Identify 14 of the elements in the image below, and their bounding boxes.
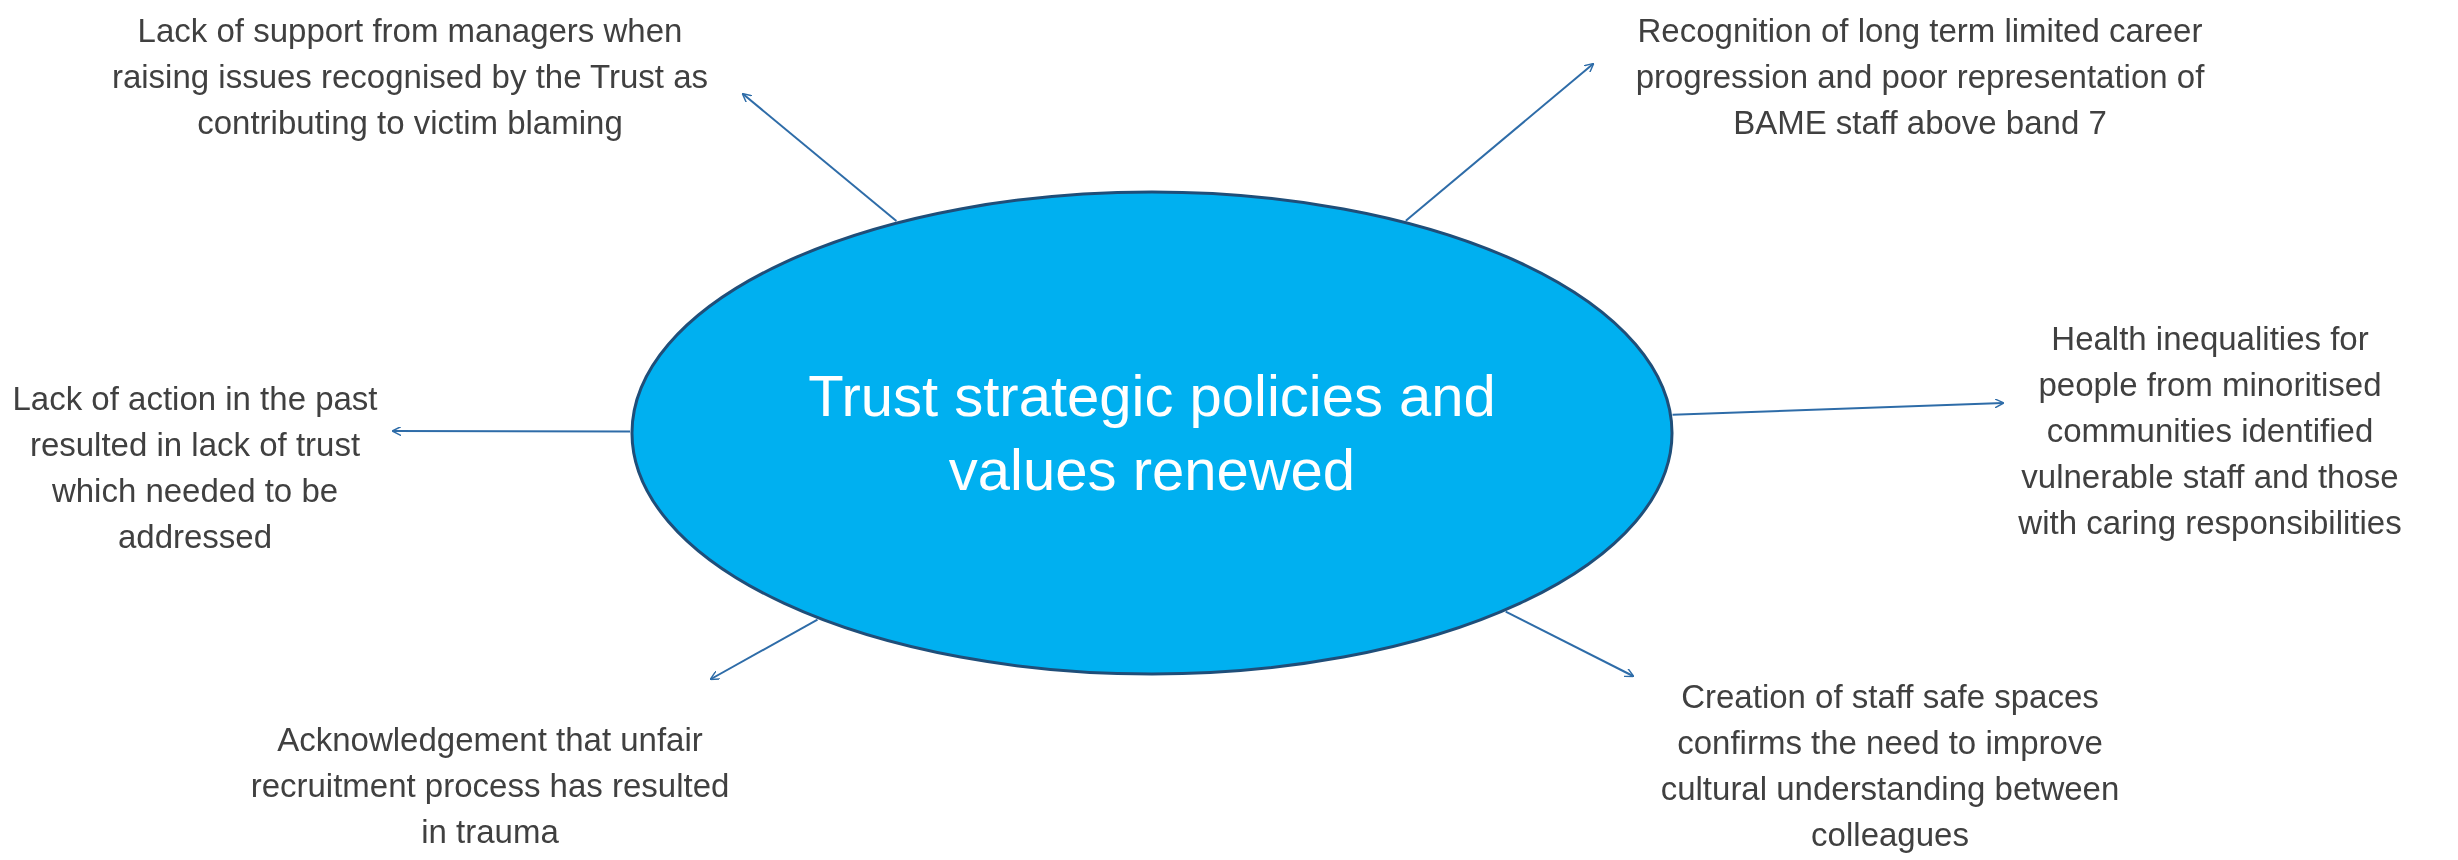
- arrow: [741, 92, 898, 223]
- node-text: Creation of staff safe spaces confirms the need to improve cultural understanding between colleagues: [1659, 677, 2121, 855]
- ellipse-node: [630, 190, 1674, 676]
- arrow: [1404, 62, 1595, 222]
- arrow: [1671, 398, 2005, 416]
- node-text: Acknowledgement that unfair recruitment process has resulted in trauma: [249, 720, 731, 852]
- arrow: [391, 425, 631, 437]
- node-text: Lack of action in the past resulted in lack of trust which needed to be addressed: [11, 379, 379, 557]
- arrow: [709, 618, 819, 681]
- node-text: Recognition of long term limited career progression and poor representation of BAME staff above band 7: [1634, 11, 2206, 143]
- node-title: Trust strategic policies and values renewed: [807, 362, 1497, 504]
- arrow: [1504, 610, 1635, 678]
- node-text: Lack of support from managers when raising issues recognised by the Trust as contributing to victim blaming: [110, 11, 710, 143]
- node-text: Health inequalities for people from minoritised communities identified vulnerable staff and those with caring responsibilities: [2017, 319, 2403, 543]
